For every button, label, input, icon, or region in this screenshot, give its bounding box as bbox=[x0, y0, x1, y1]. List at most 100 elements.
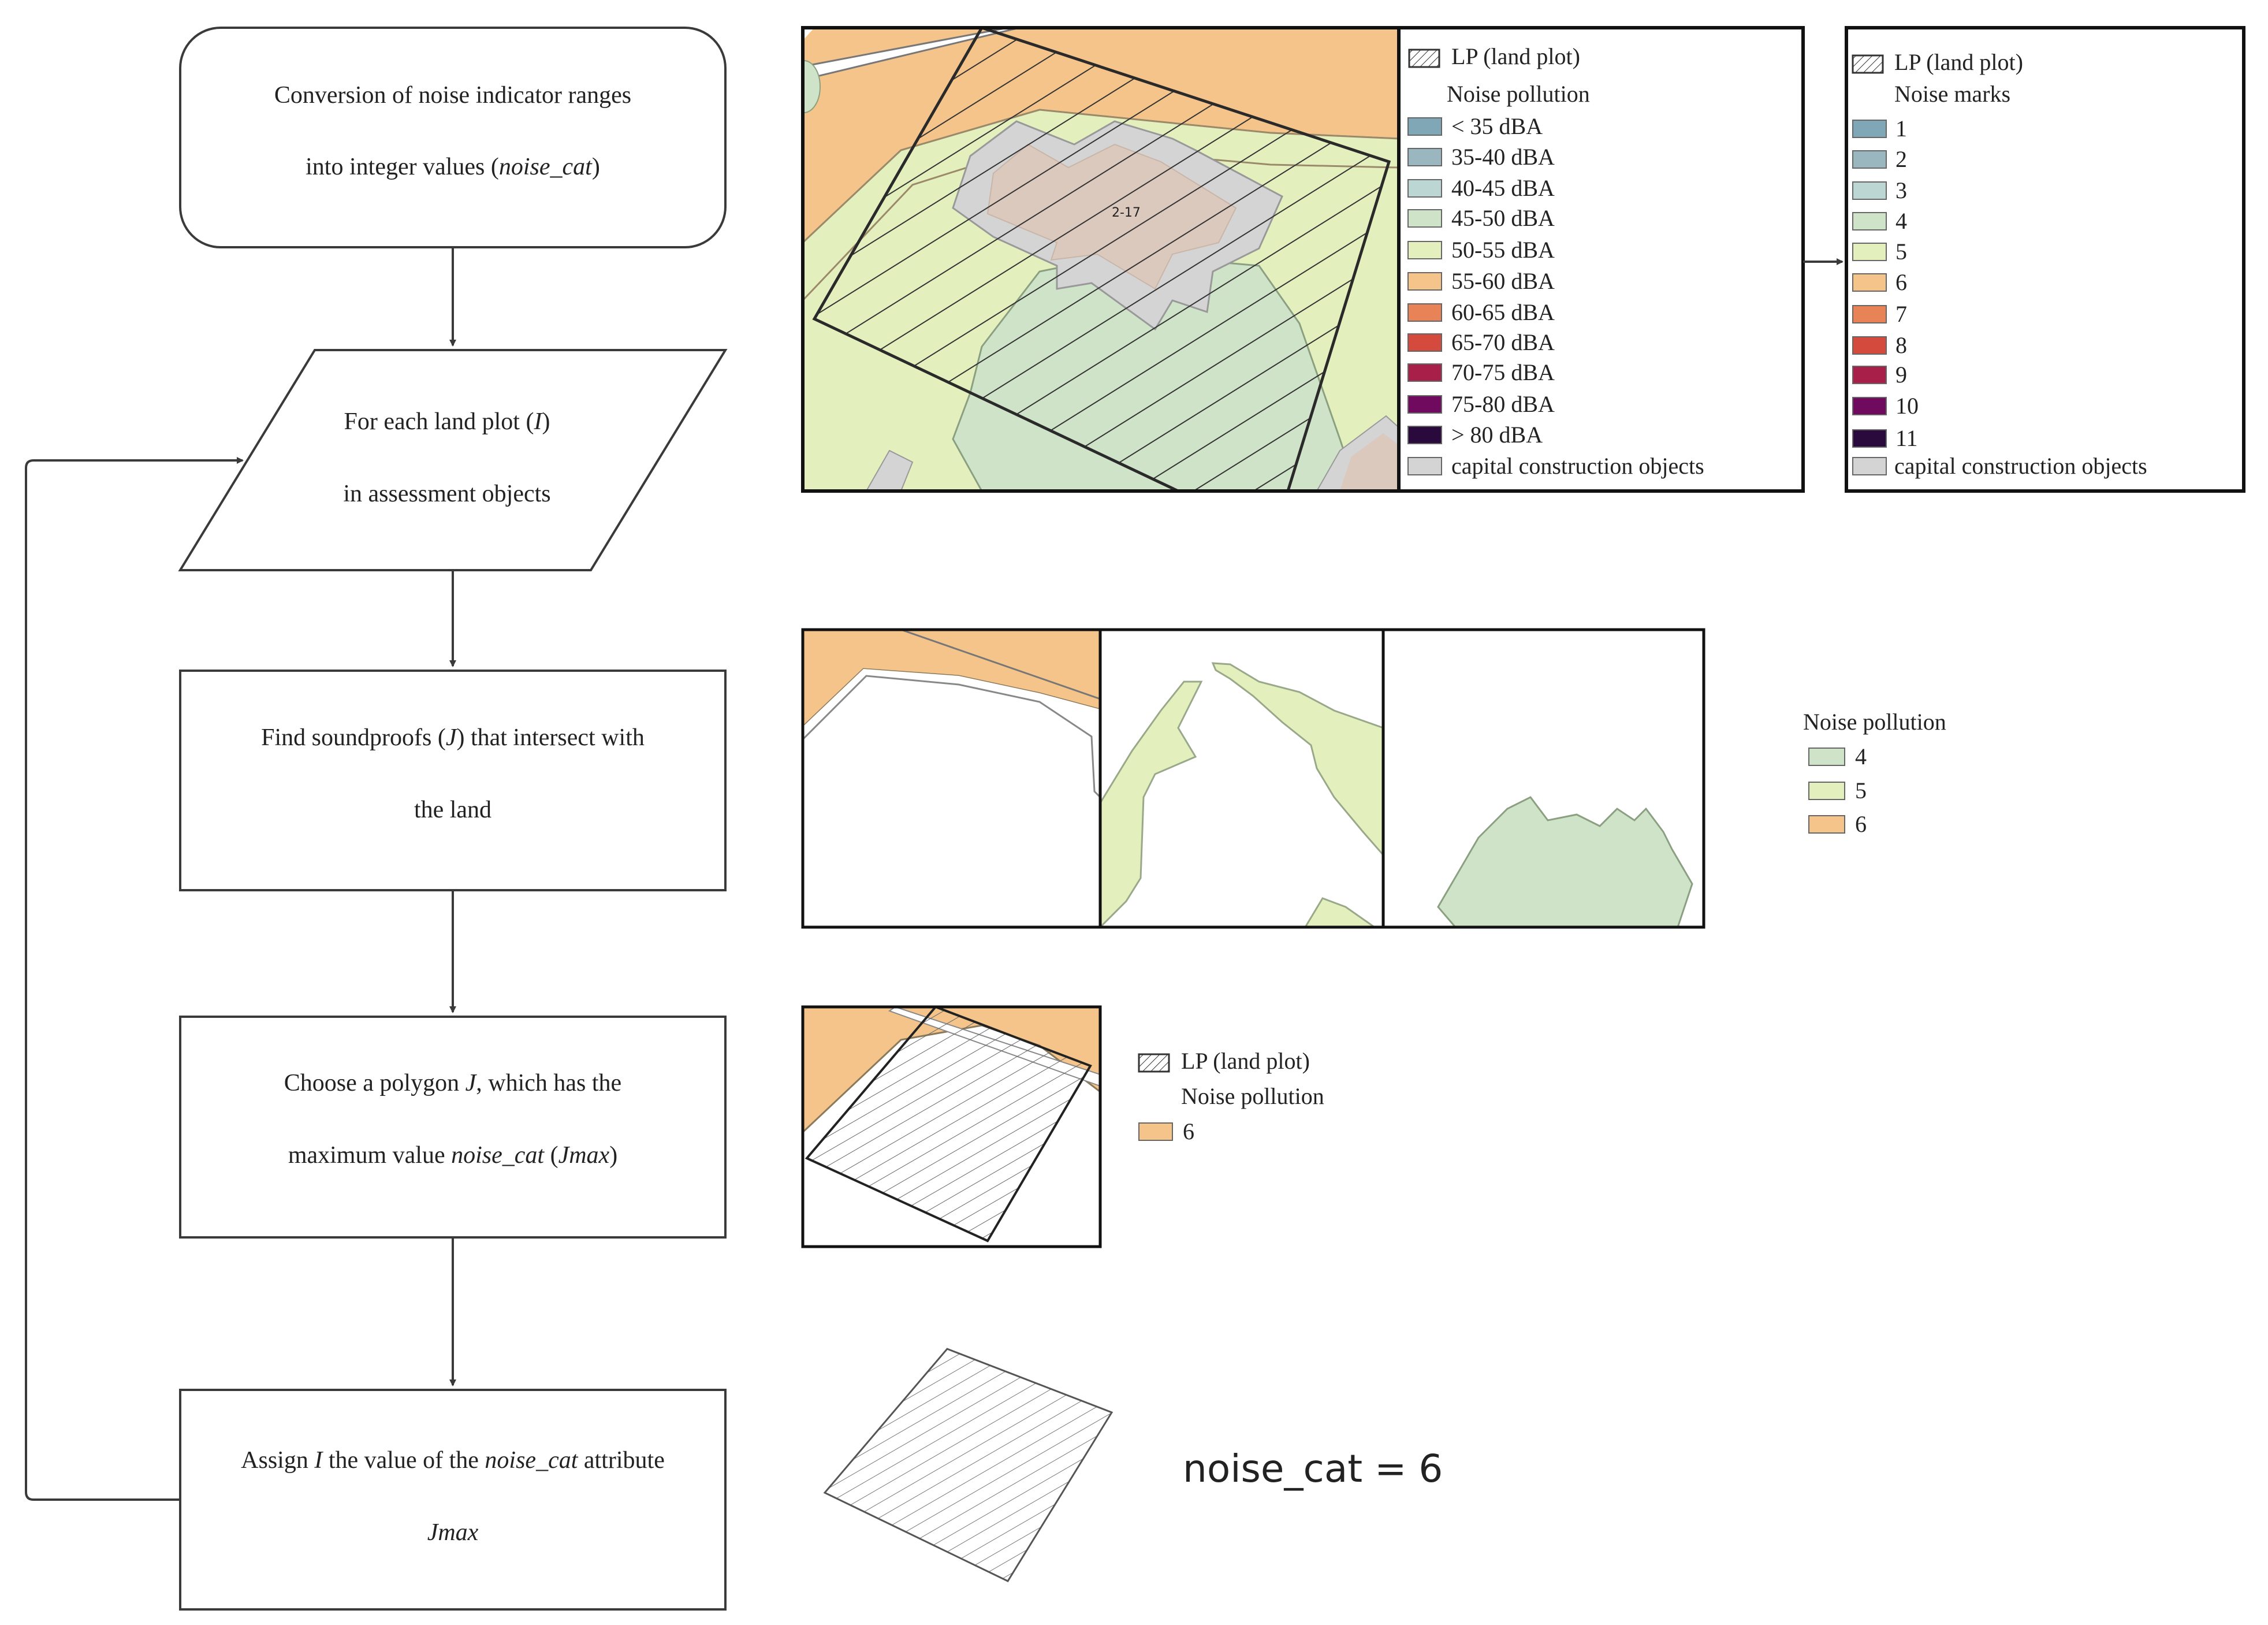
legend-swatch bbox=[1407, 148, 1442, 166]
legend-label: 40-45 dBA bbox=[1451, 175, 1555, 201]
legend-swatch bbox=[1852, 150, 1887, 169]
legend-swatch bbox=[1407, 209, 1442, 228]
legend-label: 35-40 dBA bbox=[1451, 144, 1555, 170]
legend-swatch bbox=[1852, 212, 1887, 230]
legend-swatch bbox=[1808, 815, 1845, 834]
legend-label: 5 bbox=[1855, 778, 1867, 804]
legend-label: capital construction objects bbox=[1894, 453, 2147, 479]
legend-label: 70-75 dBA bbox=[1451, 359, 1555, 385]
lp-icon bbox=[1852, 54, 1884, 74]
legend-swatch bbox=[1407, 363, 1442, 382]
legend-label: 6 bbox=[1183, 1118, 1194, 1144]
legend-swatch bbox=[1407, 395, 1442, 414]
legend-label: 45-50 dBA bbox=[1451, 205, 1555, 231]
land-plot-result bbox=[823, 1348, 1113, 1582]
start-node-line2: into integer values (noise_cat) bbox=[306, 154, 600, 180]
legend-rows: 6 bbox=[1138, 1118, 1194, 1144]
legend-swatch bbox=[1808, 748, 1845, 766]
find-node-line2: the land bbox=[414, 797, 491, 823]
legend-label: 60-65 dBA bbox=[1451, 299, 1555, 325]
noise-map-panel: 2-17 bbox=[801, 26, 1401, 493]
result-panel: noise_cat = 6 bbox=[823, 1348, 1443, 1582]
legend-swatch bbox=[1852, 273, 1887, 292]
legend-swatch bbox=[1407, 179, 1442, 198]
choose-node-line1: Choose a polygon J, which has the bbox=[284, 1070, 621, 1096]
legend-label: 4 bbox=[1895, 208, 1907, 234]
legend-swatch bbox=[1407, 241, 1442, 259]
lp-icon bbox=[1138, 1053, 1170, 1073]
result-label: noise_cat = 6 bbox=[1183, 1446, 1443, 1491]
legend-swatch bbox=[1852, 336, 1887, 355]
legend-label: 10 bbox=[1895, 393, 1919, 419]
max-polygon-panel bbox=[801, 1005, 1102, 1248]
legend-label: > 80 dBA bbox=[1451, 422, 1543, 448]
start-node bbox=[179, 27, 727, 248]
legend-lp-label: LP (land plot) bbox=[1181, 1048, 1310, 1074]
legend-swatch bbox=[1808, 782, 1845, 800]
legend-label: 6 bbox=[1855, 811, 1867, 837]
find-node bbox=[179, 670, 727, 891]
legend-swatch bbox=[1852, 429, 1887, 448]
flowchart: Conversion of noise indicator ranges int… bbox=[25, 27, 728, 1611]
legend-swatch bbox=[1407, 333, 1442, 352]
legend-label: 4 bbox=[1855, 743, 1867, 769]
assign-node-line2: Jmax bbox=[427, 1519, 479, 1546]
legend-label: 8 bbox=[1895, 332, 1907, 358]
legend-label: 11 bbox=[1895, 425, 1918, 451]
legend-swatch bbox=[1407, 272, 1442, 291]
find-node-line1: Find soundproofs (J) that intersect with bbox=[261, 724, 645, 751]
legend-swatch bbox=[1852, 120, 1887, 138]
legend-lp-label: LP (land plot) bbox=[1894, 49, 2023, 75]
legend-intersect: Noise pollution 4 5 6 bbox=[1803, 709, 1946, 837]
legend-title: Noise pollution bbox=[1181, 1083, 1324, 1109]
legend-rows: < 35 dBA 35-40 dBA 40-45 dBA 45-50 dBA 50-55… bbox=[1407, 113, 1704, 479]
legend-lp-label: LP (land plot) bbox=[1451, 43, 1580, 69]
legend-label: 1 bbox=[1895, 116, 1907, 142]
land-plot-main bbox=[812, 28, 1391, 491]
loop-node-line1: For each land plot (I) bbox=[344, 408, 550, 435]
legend-label: 7 bbox=[1895, 301, 1907, 327]
legend-noise-marks: LP (land plot) Noise marks 1 2 3 4 5 6 7 8 9 10 11… bbox=[1845, 26, 2245, 493]
legend-title: Noise pollution bbox=[1803, 709, 1946, 735]
legend-label: 50-55 dBA bbox=[1451, 237, 1555, 263]
lp-icon bbox=[1408, 49, 1440, 68]
intersect-panel-light-green bbox=[1098, 628, 1385, 929]
intersect-panel-green bbox=[1381, 628, 1705, 929]
land-plot-max bbox=[805, 1007, 1092, 1243]
legend-swatch bbox=[1407, 457, 1442, 475]
assign-node-line1: Assign I the value of the noise_cat attr… bbox=[241, 1447, 665, 1474]
legend-label: 9 bbox=[1895, 362, 1907, 388]
legend-label: 3 bbox=[1895, 177, 1907, 203]
loop-back-arrow bbox=[25, 457, 244, 1501]
start-node-line1: Conversion of noise indicator ranges bbox=[274, 82, 631, 109]
legend-swatch bbox=[1852, 397, 1887, 415]
legend-label: 6 bbox=[1895, 269, 1907, 295]
choose-node bbox=[179, 1016, 727, 1239]
legend-label: 65-70 dBA bbox=[1451, 329, 1555, 355]
legend-title: Noise marks bbox=[1894, 81, 2010, 107]
legend-swatch bbox=[1852, 243, 1887, 261]
legend-rows: 4 5 6 bbox=[1808, 743, 1867, 837]
legend-label: < 35 dBA bbox=[1451, 113, 1543, 139]
assign-node bbox=[179, 1389, 727, 1611]
legend-label: 2 bbox=[1895, 146, 1907, 172]
legend-swatch bbox=[1407, 426, 1442, 444]
legend-label: 5 bbox=[1895, 239, 1907, 265]
legend-title: Noise pollution bbox=[1447, 81, 1590, 107]
legend-swatch bbox=[1138, 1122, 1173, 1141]
choose-node-line2: maximum value noise_cat (Jmax) bbox=[288, 1142, 617, 1169]
legend-label: capital construction objects bbox=[1451, 453, 1704, 479]
legend-max: LP (land plot) Noise pollution 6 bbox=[1138, 1048, 1324, 1144]
legend-swatch bbox=[1852, 457, 1887, 475]
legend-swatch bbox=[1852, 305, 1887, 323]
legend-label: 75-80 dBA bbox=[1451, 391, 1555, 417]
legend-swatch bbox=[1407, 303, 1442, 322]
legend-swatch bbox=[1852, 366, 1887, 384]
legend-noise-pollution: LP (land plot) Noise pollution < 35 dBA 3… bbox=[1397, 26, 1805, 493]
legend-swatch bbox=[1852, 181, 1887, 200]
legend-label: 55-60 dBA bbox=[1451, 268, 1555, 294]
intersect-panel-orange bbox=[801, 628, 1102, 929]
